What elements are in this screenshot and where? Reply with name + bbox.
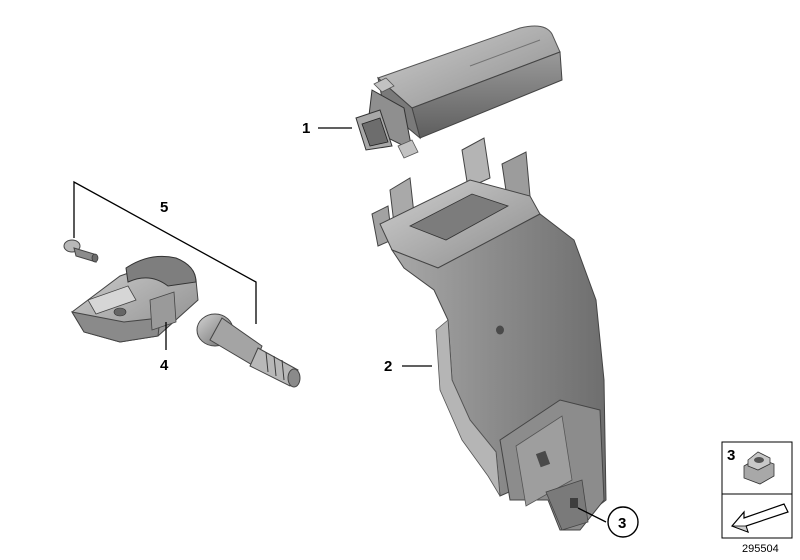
callout-4: 4 — [160, 357, 169, 374]
diagram-id: 295504 — [742, 543, 779, 555]
leader-lines — [73, 127, 607, 523]
callout-2: 2 — [384, 358, 392, 375]
tpms-sensor — [70, 255, 199, 343]
mounting-bracket — [371, 137, 607, 531]
receiver-module — [355, 25, 563, 159]
valve-stem — [196, 313, 301, 388]
callout-1: 1 — [302, 120, 310, 137]
arrow-icon — [730, 503, 789, 534]
callout-5: 5 — [160, 199, 168, 216]
legend-box: 3 — [721, 441, 793, 539]
sensor-screw — [63, 239, 99, 263]
callout-3-circle: 3 — [607, 506, 639, 538]
legend-part-number: 3 — [727, 447, 735, 464]
nut-icon — [743, 451, 775, 485]
callout-3: 3 — [618, 515, 626, 532]
